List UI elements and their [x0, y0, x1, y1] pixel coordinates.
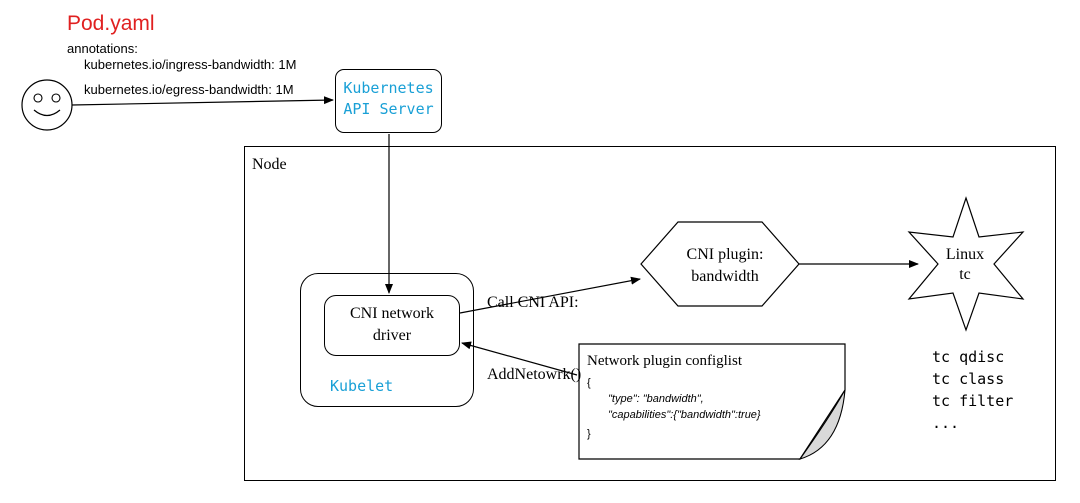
- cni-plugin-label: CNI plugin: bandwidth: [650, 244, 800, 288]
- configlist-capabilities-line: "capabilities":{"bandwidth":true}: [608, 409, 761, 421]
- arrow-user-to-api: [71, 96, 334, 106]
- tc-command: ...: [932, 414, 960, 432]
- linux-line1: Linux: [945, 246, 985, 263]
- node-box: [244, 146, 1056, 481]
- cni-driver-line2: driver: [372, 327, 412, 344]
- configlist-type-line: "type": "bandwidth",: [608, 393, 704, 405]
- linux-tc-star: [907, 196, 1025, 332]
- api-server-label: Kubernetes API Server: [335, 78, 442, 120]
- configlist-note: [578, 343, 846, 460]
- linux-tc-label: Linux tc: [930, 245, 1000, 285]
- user-smiley-icon: [21, 79, 73, 131]
- configlist-title: Network plugin configlist: [587, 353, 742, 369]
- ingress-annotation: kubernetes.io/ingress-bandwidth: 1M: [84, 57, 297, 72]
- plugin-line1: CNI plugin:: [686, 246, 764, 263]
- api-server-box: [335, 69, 442, 133]
- tc-command: tc class: [932, 370, 1005, 388]
- call-cni-api-label: Call CNI API: AddNetowrk(): [487, 243, 581, 411]
- cni-driver-line1: CNI network: [350, 305, 434, 322]
- annotations-label: annotations:: [67, 41, 138, 56]
- configlist-close-brace: }: [587, 428, 591, 440]
- call-line2: AddNetowrk(): [487, 366, 582, 383]
- kubelet-label: Kubelet: [330, 377, 394, 395]
- pod-yaml-title: Pod.yaml: [67, 12, 155, 35]
- tc-command-list: tc qdisc tc class tc filter ...: [932, 346, 1013, 434]
- cni-driver-box: [324, 295, 460, 356]
- api-server-line1: Kubernetes: [343, 79, 434, 97]
- node-label: Node: [252, 156, 287, 173]
- configlist-open-brace: {: [587, 377, 591, 389]
- kubelet-box: [300, 273, 474, 407]
- api-server-line2: API Server: [343, 100, 434, 118]
- cni-driver-label: CNI network driver: [324, 303, 460, 347]
- linux-line2: tc: [959, 266, 971, 283]
- arrow-config-to-driver: [461, 341, 578, 376]
- plugin-line2: bandwidth: [691, 268, 759, 285]
- call-line1: Call CNI API:: [487, 294, 579, 311]
- egress-annotation: kubernetes.io/egress-bandwidth: 1M: [84, 82, 294, 97]
- tc-command: tc qdisc: [932, 348, 1005, 366]
- tc-command: tc filter: [932, 392, 1014, 410]
- arrow-driver-to-plugin: [459, 276, 641, 314]
